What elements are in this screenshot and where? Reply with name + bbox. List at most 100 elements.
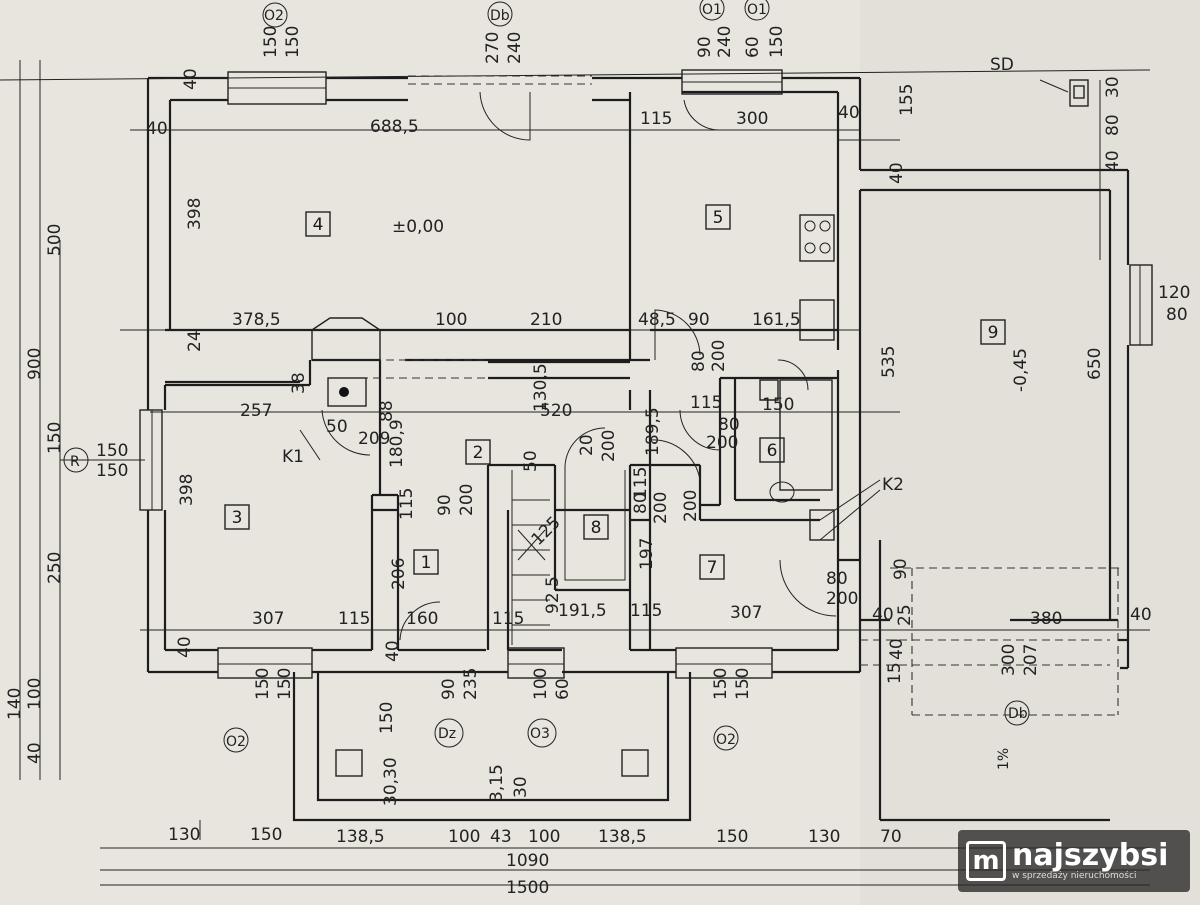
dim-191-5: 191,5 bbox=[558, 601, 607, 621]
dim-bottom-70: 70 bbox=[880, 827, 902, 847]
dashed-lines bbox=[360, 83, 1120, 716]
dim-left-900: 900 bbox=[25, 348, 45, 380]
exterior-walls bbox=[146, 76, 1130, 674]
dim-left-150: 150 bbox=[45, 422, 65, 454]
garage-outline bbox=[878, 540, 1110, 822]
axis-markers bbox=[63, 0, 1030, 753]
dim-40-garage: 40 bbox=[887, 162, 907, 184]
dim-115-r1: 115 bbox=[397, 488, 417, 520]
dim-bottom-138a: 138,5 bbox=[336, 827, 385, 847]
dim-688-5: 688,5 bbox=[370, 117, 419, 137]
dim-40-b2: 40 bbox=[383, 640, 403, 662]
room-number-4: 4 bbox=[313, 215, 324, 235]
dim-sd-30: 30 bbox=[1103, 76, 1123, 98]
dim-92-5: 92,5 bbox=[543, 576, 563, 614]
dim-307-left: 307 bbox=[252, 609, 284, 629]
label-k1: K1 bbox=[282, 447, 304, 467]
logo-mark: m bbox=[966, 841, 1006, 881]
dim-120: 120 bbox=[1158, 283, 1190, 303]
dim-40-b1: 40 bbox=[175, 636, 195, 658]
label-o1: O1 bbox=[747, 2, 767, 18]
dim-207: 207 bbox=[1021, 644, 1041, 676]
dim-bottom-150b: 150 bbox=[716, 827, 748, 847]
dim-15: 15 bbox=[885, 662, 905, 684]
dim-80-200a-80: 80 bbox=[689, 350, 709, 372]
dim-130-5: 130,5 bbox=[531, 363, 551, 412]
dim-80-200a-200: 200 bbox=[709, 340, 729, 372]
label-slope: 1% bbox=[996, 748, 1012, 770]
room-boxes bbox=[224, 204, 1006, 580]
dim-20-200-200: 200 bbox=[599, 430, 619, 462]
logo-tagline: w sprzedaży nieruchomości bbox=[1012, 871, 1137, 881]
dim-200-mid: 200 bbox=[681, 490, 701, 522]
dim-378-5: 378,5 bbox=[232, 310, 281, 330]
dim-20-200-20: 20 bbox=[577, 434, 597, 456]
dim-30-porch: 30 bbox=[511, 776, 531, 798]
room-9-level: -0,45 bbox=[1011, 348, 1031, 392]
room-number-1: 1 bbox=[421, 553, 432, 573]
dim-bottom-100b: 100 bbox=[528, 827, 560, 847]
dim-40-right: 40 bbox=[1103, 150, 1123, 172]
dim-50-k1: 50 bbox=[326, 417, 348, 437]
dim-top-270: 270 bbox=[483, 32, 503, 64]
dim-left-40: 40 bbox=[25, 742, 45, 764]
dim-o3-60: 60 bbox=[553, 678, 573, 700]
dim-dz-235: 235 bbox=[461, 668, 481, 700]
label-r: R bbox=[70, 454, 80, 470]
dim-90-mid: 90 bbox=[688, 310, 710, 330]
room-number-6: 6 bbox=[767, 441, 778, 461]
dim-80-200d-80: 80 bbox=[826, 569, 848, 589]
dim-40-tl: 40 bbox=[181, 68, 201, 90]
dim-100-mid: 100 bbox=[435, 310, 467, 330]
dim-209: 209 bbox=[358, 429, 390, 449]
dim-25: 25 bbox=[895, 604, 915, 626]
dim-top-150a: 150 bbox=[261, 26, 281, 58]
label-dz: Dz bbox=[438, 726, 456, 742]
dim-88: 88 bbox=[377, 400, 397, 422]
room-4-level: ±0,00 bbox=[392, 217, 444, 237]
dim-115-b3: 115 bbox=[630, 601, 662, 621]
dim-bottom-100a: 100 bbox=[448, 827, 480, 847]
dim-bottom-130b: 130 bbox=[808, 827, 840, 847]
dim-bottom-138b: 138,5 bbox=[598, 827, 647, 847]
logo-text: najszybsi w sprzedaży nieruchomości bbox=[1012, 841, 1168, 882]
dim-48-5: 48,5 bbox=[638, 310, 676, 330]
door-swings bbox=[321, 91, 837, 641]
dim-bottom-130a: 130 bbox=[168, 825, 200, 845]
dim-115-bl: 115 bbox=[338, 609, 370, 629]
dim-40-left: 40 bbox=[146, 119, 168, 139]
dim-bottom-43: 43 bbox=[490, 827, 512, 847]
dim-top-60: 60 bbox=[743, 36, 763, 58]
label-db: Db bbox=[490, 8, 510, 24]
dim-bl-150a: 150 bbox=[253, 668, 273, 700]
dim-bl-150b: 150 bbox=[275, 668, 295, 700]
dim-3-15: 3,15 bbox=[487, 764, 507, 802]
porch bbox=[292, 672, 692, 822]
dim-24: 24 bbox=[185, 330, 205, 352]
dim-left-100: 100 bbox=[25, 678, 45, 710]
dim-189-5: 189,5 bbox=[643, 407, 663, 456]
dim-40-br: 40 bbox=[872, 605, 894, 625]
dim-150-porch: 150 bbox=[377, 702, 397, 734]
dim-80-200c-200: 200 bbox=[651, 492, 671, 524]
dim-197: 197 bbox=[637, 538, 657, 570]
dim-307-right: 307 bbox=[730, 603, 762, 623]
dim-80-g: 80 bbox=[1166, 305, 1188, 325]
dim-90-200-r1-200: 200 bbox=[457, 484, 477, 516]
dim-30-30: 30,30 bbox=[381, 757, 401, 806]
dim-115-mid: 115 bbox=[690, 393, 722, 413]
dim-40-top-r: 40 bbox=[838, 103, 860, 123]
label-o2-bl: O2 bbox=[226, 734, 246, 750]
dim-80-200c-80: 80 bbox=[631, 492, 651, 514]
paper-shade bbox=[860, 0, 1200, 905]
label-o3: O3 bbox=[530, 726, 550, 742]
dim-80-200b-80: 80 bbox=[718, 415, 740, 435]
dim-300-g: 300 bbox=[999, 644, 1019, 676]
watermark-logo: m najszybsi w sprzedaży nieruchomości bbox=[958, 830, 1190, 892]
dim-300-top: 300 bbox=[736, 109, 768, 129]
dim-206: 206 bbox=[389, 558, 409, 590]
dim-160: 160 bbox=[406, 609, 438, 629]
room-number-5: 5 bbox=[713, 208, 724, 228]
room-number-2: 2 bbox=[473, 443, 484, 463]
